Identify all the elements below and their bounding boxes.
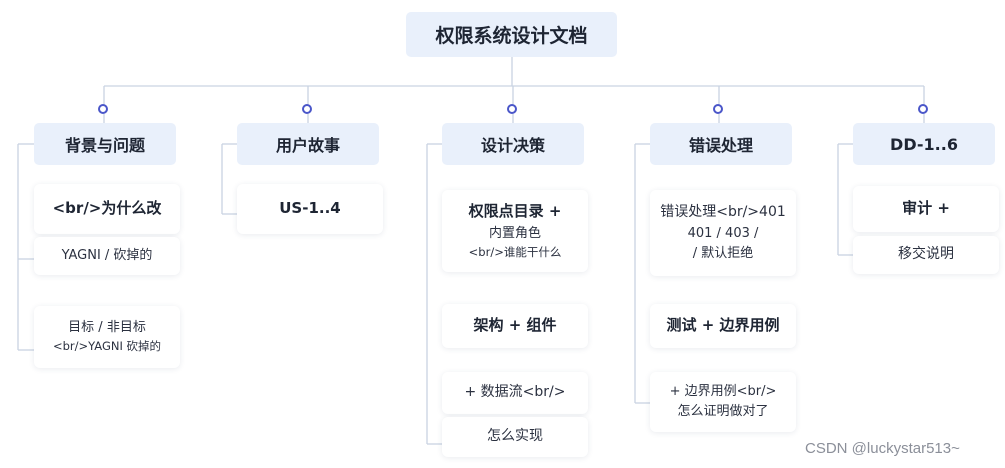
col5-card-1: 审计 + — [853, 186, 999, 232]
col4-card-1: 错误处理<br/>401 401 / 403 / / 默认拒绝 — [650, 190, 796, 276]
col2-header: 用户故事 — [237, 123, 379, 165]
col3-card-1: 权限点目录 + 内置角色 <br/>谁能干什么 — [442, 190, 588, 272]
col3-card-2-line-1: 架构 + 组件 — [473, 316, 557, 335]
col2-card-1: US-1..4 — [237, 184, 383, 234]
col1-card-3-line-2: <br/>YAGNI 砍掉的 — [52, 339, 162, 354]
col4-card-3-line-2: 怎么证明做对了 — [677, 404, 769, 419]
col4-card-1-line-3: / 默认拒绝 — [692, 245, 754, 261]
col1-header: 背景与问题 — [34, 123, 176, 165]
col2-card-1-line-1: US-1..4 — [279, 199, 341, 218]
col3-card-1-line-3: <br/>谁能干什么 — [468, 244, 562, 259]
col1-card-3-line-1: 目标 / 非目标 — [68, 320, 146, 336]
root-node: 权限系统设计文档 — [406, 12, 617, 57]
branch-dot-4 — [713, 104, 723, 114]
col1-card-1-line-1: <br/>为什么改 — [52, 199, 162, 218]
col1-card-2: YAGNI / 砍掉的 — [34, 237, 180, 275]
col4-card-3: + 边界用例<br/> 怎么证明做对了 — [650, 372, 796, 432]
col4-header: 错误处理 — [650, 123, 792, 165]
branch-dot-3 — [507, 104, 517, 114]
col5-header: DD-1..6 — [853, 123, 995, 165]
col3-header: 设计决策 — [442, 123, 584, 165]
col1-card-1: <br/>为什么改 — [34, 184, 180, 234]
col3-card-4: 怎么实现 — [442, 417, 588, 457]
col4-card-3-line-1: + 边界用例<br/> — [669, 383, 777, 399]
col4-card-2-line-1: 测试 + 边界用例 — [666, 316, 780, 335]
col3-card-2: 架构 + 组件 — [442, 304, 588, 348]
watermark: CSDN @luckystar513~ — [805, 440, 960, 457]
col5-card-1-line-1: 审计 + — [902, 199, 950, 218]
col3-card-4-line-1: 怎么实现 — [487, 428, 543, 445]
branch-dot-1 — [98, 104, 108, 114]
col4-card-1-line-1: 错误处理<br/>401 — [660, 204, 786, 221]
col5-card-2-line-1: 移交说明 — [898, 246, 954, 263]
col3-card-3: + 数据流<br/> — [442, 372, 588, 414]
col1-card-2-line-1: YAGNI / 砍掉的 — [61, 247, 153, 263]
col5-card-2: 移交说明 — [853, 236, 999, 274]
branch-dot-2 — [302, 104, 312, 114]
col3-card-1-line-1: 权限点目录 + — [468, 202, 562, 221]
col4-card-2: 测试 + 边界用例 — [650, 304, 796, 348]
branch-dot-5 — [918, 104, 928, 114]
col4-card-1-line-2: 401 / 403 / — [687, 225, 759, 241]
col3-card-3-line-1: + 数据流<br/> — [464, 384, 566, 401]
col3-card-1-line-2: 内置角色 — [488, 225, 541, 241]
col1-card-3: 目标 / 非目标 <br/>YAGNI 砍掉的 — [34, 306, 180, 368]
